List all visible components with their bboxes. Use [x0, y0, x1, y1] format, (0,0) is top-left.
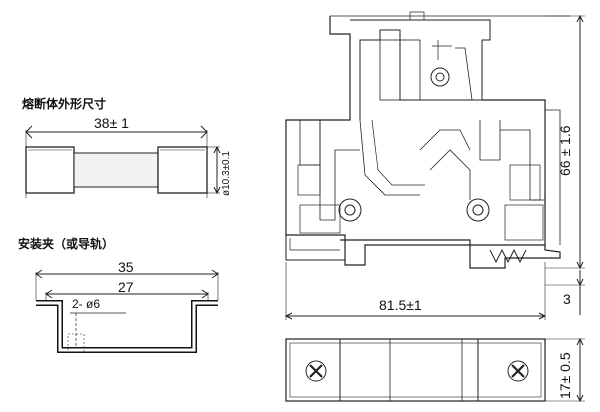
rail-title: 安装夹（或导轨）	[18, 237, 115, 251]
holder-depth-label: 81.5±1	[379, 297, 422, 313]
holder-height-label: 66 ± 1.6	[557, 125, 573, 177]
rail-outer-width-label: 35	[118, 259, 134, 275]
fuse-length-label: 38± 1	[94, 115, 129, 131]
holder-side-view	[284, 11, 585, 320]
rail-drawing	[35, 269, 219, 353]
fuse-diameter-label: ø10.3±0.1	[221, 151, 232, 196]
rail-holes-label: 2- ø6	[72, 297, 101, 311]
rail-inner-width-label: 27	[118, 279, 134, 295]
holder-bottom-view	[285, 337, 585, 403]
holder-offset-label: 3	[563, 291, 571, 307]
fuse-drawing	[25, 125, 221, 198]
holder-width-label: 17± 0.5	[557, 352, 573, 399]
fuse-title: 熔断体外形尺寸	[22, 97, 107, 111]
